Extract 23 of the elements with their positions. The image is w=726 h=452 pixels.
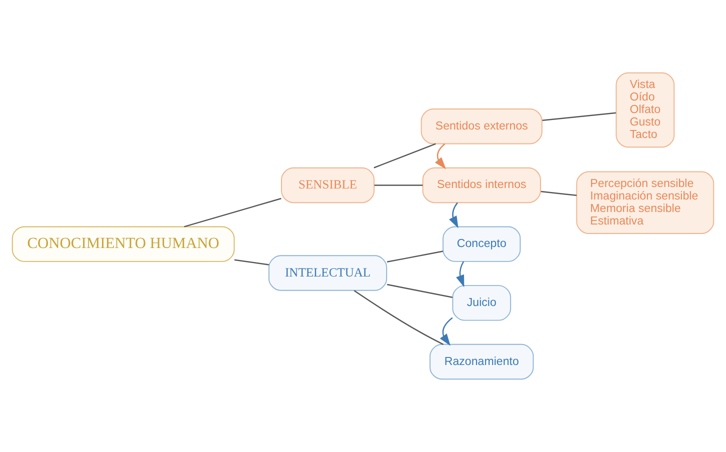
- node-box: Percepción sensible Imaginación sensible Memoria sensible Estimativa: [576, 171, 714, 234]
- node-box: Vista Oído Olfato Gusto Tacto: [616, 72, 675, 148]
- node-box: SENSIBLE: [281, 167, 375, 204]
- node-box: CONOCIMIENTO HUMANO: [12, 226, 235, 262]
- connector: [184, 198, 282, 228]
- arrow: [440, 317, 453, 346]
- node-box: Concepto: [442, 226, 521, 262]
- connector: [542, 112, 616, 121]
- node-box: Juicio: [452, 285, 512, 321]
- connector: [540, 190, 577, 196]
- connector: [386, 250, 444, 263]
- connector: [374, 143, 436, 168]
- node-box: INTELECTUAL: [268, 255, 388, 291]
- connector: [234, 259, 269, 266]
- connector: [354, 290, 444, 345]
- node-box: Sentidos internos: [422, 167, 541, 204]
- connector: [374, 184, 423, 186]
- connector: [386, 284, 453, 298]
- arrow: [456, 261, 464, 288]
- node-box: Sentidos externos: [420, 108, 542, 144]
- arrow: [449, 202, 458, 228]
- arrow: [434, 143, 446, 170]
- node-box: Razonamiento: [430, 344, 534, 380]
